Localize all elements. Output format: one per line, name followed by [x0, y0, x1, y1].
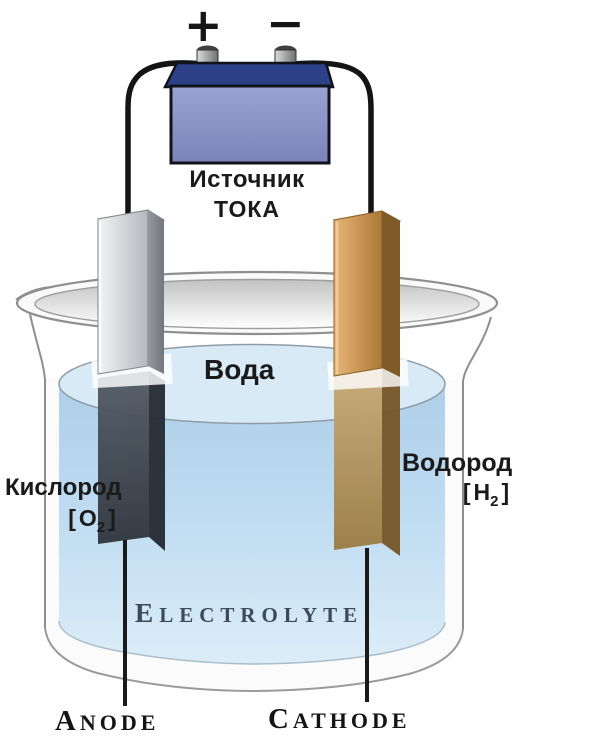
hydrogen-formula-open-bracket: [: [462, 479, 471, 505]
hydrogen-formula-subscript: 2: [490, 493, 499, 510]
oxygen-formula-close-bracket: ]: [108, 505, 116, 531]
cathode-submerged-side: [382, 367, 400, 556]
battery-body: [169, 84, 331, 165]
cathode-plate-front: [333, 210, 383, 377]
hydrogen-formula: [H2]: [444, 479, 528, 510]
beaker-funnel-right: [462, 316, 492, 382]
electrolyte-label: ELECTROLYTE: [134, 597, 364, 628]
anode-plate-front: [97, 209, 149, 375]
anode-plate-side: [148, 210, 164, 374]
water-label: Вода: [204, 354, 275, 385]
hydrogen-formula-symbol: H: [473, 479, 491, 505]
cathode-submerged: [334, 367, 400, 556]
power-source-label-line2: ТОКА: [213, 196, 280, 222]
beaker-funnel-left: [29, 313, 46, 380]
power-source-label-line1: Источник: [189, 166, 305, 193]
oxygen-formula: [O2]: [50, 505, 134, 536]
cathode-plate-side: [382, 211, 400, 377]
hydrogen-label: Водород: [402, 449, 513, 477]
oxygen-formula-symbol: O: [78, 505, 97, 531]
beaker-bottom: [44, 627, 464, 693]
beaker-rim: [15, 270, 499, 336]
anode-label: ANODE: [55, 705, 160, 737]
power-source-label: Источник ТОКА: [158, 166, 336, 223]
water-bottom-edge: [58, 620, 446, 665]
battery: [162, 45, 335, 165]
negative-terminal-sign: −: [266, 0, 305, 50]
cathode-plate: [332, 210, 402, 377]
anode-plate: [96, 209, 166, 375]
oxygen-label: Кислород: [5, 474, 122, 501]
cathode-submerged-front: [334, 367, 382, 550]
anode-submerged-front: [98, 371, 149, 544]
battery-top-face: [162, 61, 335, 89]
anode-submerged-side: [149, 371, 165, 551]
anode-submerged: [98, 371, 165, 551]
hydrogen-formula-close-bracket: ]: [501, 479, 510, 505]
oxygen-formula-subscript: 2: [96, 519, 106, 536]
positive-terminal-sign: +: [184, 0, 223, 52]
cathode-label: CATHODE: [268, 703, 411, 735]
oxygen-formula-open-bracket: [: [68, 505, 76, 531]
